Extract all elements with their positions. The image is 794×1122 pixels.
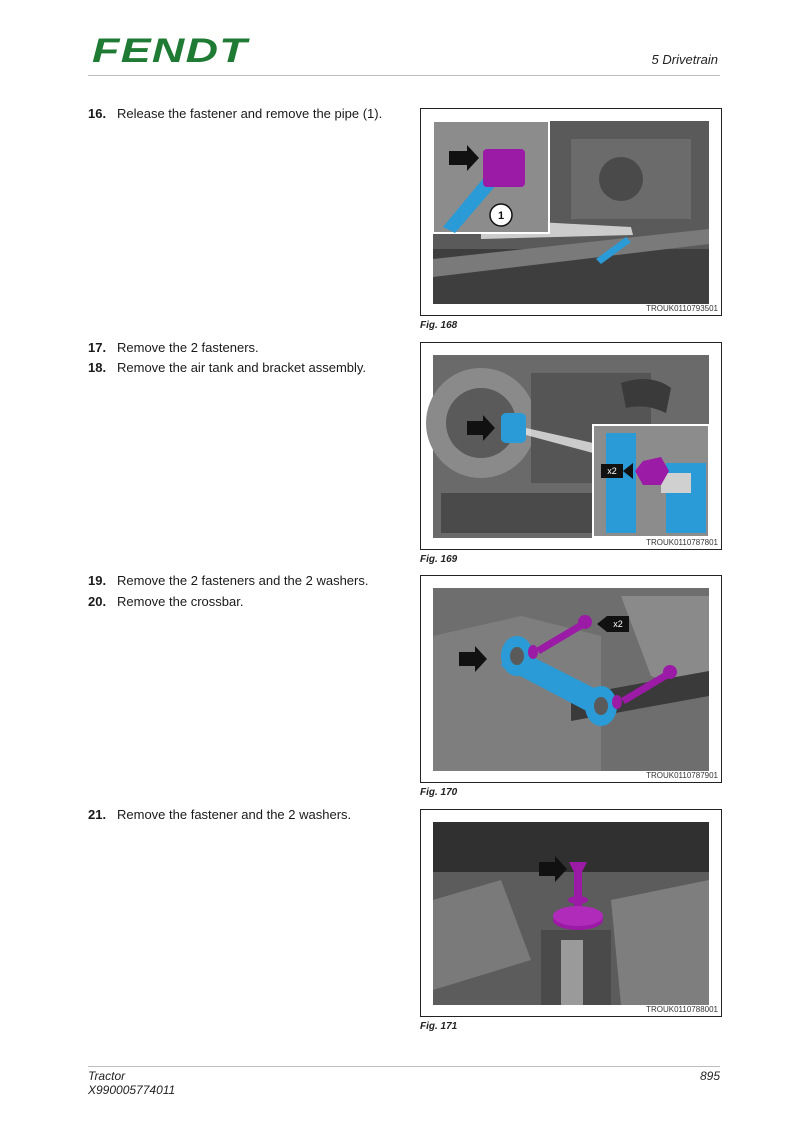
- figure-171-caption: Fig. 171: [420, 1021, 458, 1032]
- step-18: 18. Remove the air tank and bracket assem…: [88, 359, 366, 377]
- callout-x2: x2: [607, 466, 617, 476]
- footer-product: Tractor: [88, 1069, 126, 1083]
- footer-product-info: Tractor X990005774011: [88, 1069, 175, 1097]
- step-text: Remove the 2 fasteners.: [117, 340, 259, 355]
- step-number: 21.: [88, 807, 107, 822]
- figure-171: TROUK0110788001: [420, 809, 722, 1017]
- figure-170-illustration: x2: [433, 588, 709, 771]
- step-20: 20. Remove the crossbar.: [88, 593, 243, 611]
- figure-169-illustration: x2: [426, 355, 710, 538]
- footer-divider: [88, 1066, 720, 1067]
- step-text: Remove the crossbar.: [117, 594, 244, 609]
- figure-169: x2 TROUK0110787801: [420, 342, 722, 550]
- figure-169-caption: Fig. 169: [420, 554, 458, 565]
- step-number: 17.: [88, 340, 107, 355]
- section-title: 5 Drivetrain: [651, 52, 718, 67]
- figure-code: TROUK0110788001: [646, 1005, 718, 1014]
- step-number: 20.: [88, 594, 107, 609]
- figure-168: 1 TROUK0110793501: [420, 108, 722, 316]
- figure-168-illustration: 1: [432, 120, 709, 304]
- figure-170: x2 TROUK0110787901: [420, 575, 722, 783]
- page-number: 895: [699, 1069, 720, 1083]
- figure-code: TROUK0110793501: [646, 304, 718, 313]
- footer-document-number: X990005774011: [88, 1083, 176, 1097]
- step-text: Release the fastener and remove the pipe…: [117, 106, 383, 121]
- step-16: 16. Release the fastener and remove the p…: [88, 105, 382, 123]
- step-21: 21. Remove the fastener and the 2 washers…: [88, 806, 351, 824]
- step-number: 19.: [88, 573, 107, 588]
- header-divider: [88, 75, 720, 76]
- figure-168-caption: Fig. 168: [420, 320, 458, 331]
- step-number: 18.: [88, 360, 107, 375]
- step-text: Remove the air tank and bracket assembly…: [117, 360, 367, 375]
- brand-text: FENDT: [92, 33, 251, 67]
- fendt-logo: FENDT: [92, 33, 251, 67]
- callout-x2: x2: [613, 619, 623, 629]
- figure-code: TROUK0110787901: [646, 771, 718, 780]
- figure-171-illustration: [433, 822, 709, 1005]
- step-text: Remove the 2 fasteners and the 2 washers…: [117, 573, 369, 588]
- figure-code: TROUK0110787801: [646, 538, 718, 547]
- step-number: 16.: [88, 106, 107, 121]
- step-19: 19. Remove the 2 fasteners and the 2 wash…: [88, 572, 368, 590]
- step-text: Remove the fastener and the 2 washers.: [117, 807, 352, 822]
- figure-170-caption: Fig. 170: [420, 787, 458, 798]
- step-17: 17. Remove the 2 fasteners.: [88, 339, 259, 357]
- callout-1: 1: [498, 210, 504, 222]
